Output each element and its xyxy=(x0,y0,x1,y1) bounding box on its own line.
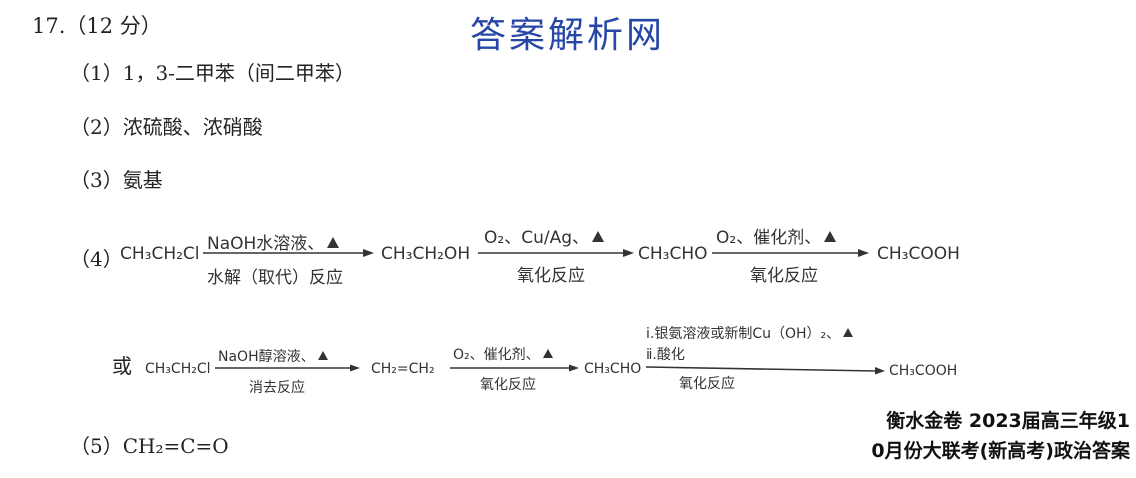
r2-step2-condition: O₂、催化剂、 xyxy=(453,344,553,364)
heat-triangle-icon xyxy=(317,351,328,360)
r1-product: CH₃COOH xyxy=(877,244,960,264)
r1-reactant: CH₃CH₂Cl xyxy=(120,244,200,264)
heat-triangle-icon xyxy=(843,328,854,337)
watermark-line-1: 衡水金卷 2023届高三年级1 xyxy=(886,410,1130,432)
r2-reactant: CH₃CH₂Cl xyxy=(145,361,211,377)
heat-triangle-icon xyxy=(592,231,604,242)
heat-triangle-icon xyxy=(824,231,837,242)
r1-intermediate-1: CH₃CH₂OH xyxy=(381,244,471,264)
r2-step3-condition-2: ⅱ.酸化 xyxy=(646,347,685,363)
route-alternative-label: 或 xyxy=(112,354,132,378)
r2-intermediate-1: CH₂=CH₂ xyxy=(371,361,435,377)
r1-step1-type: 水解（取代）反应 xyxy=(207,268,343,288)
watermark-line-2: 0月份大联考(新高考)政治答案 xyxy=(871,440,1130,462)
r2-step3-type: 氧化反应 xyxy=(679,376,735,392)
heat-triangle-icon xyxy=(327,237,340,248)
r2-step1-arrow xyxy=(215,364,360,372)
r2-step1-condition: NaOH醇溶液、 xyxy=(218,346,328,366)
answer-2: （2）浓硫酸、浓硝酸 xyxy=(70,115,263,139)
answer-4-label: （4） xyxy=(70,247,123,271)
r1-step3-condition: O₂、催化剂、 xyxy=(716,223,837,248)
answer-5: （5）CH₂=C=O xyxy=(70,434,229,458)
r2-step2-arrow xyxy=(450,364,579,372)
r1-step3-type: 氧化反应 xyxy=(750,266,818,286)
r2-intermediate-2: CH₃CHO xyxy=(584,361,642,377)
question-number: 17.（12 分） xyxy=(32,14,162,38)
site-brand: 答案解析网 xyxy=(470,15,666,56)
r1-step1-arrow xyxy=(203,249,374,257)
r1-step3-arrow xyxy=(712,249,869,257)
r2-step2-type: 氧化反应 xyxy=(480,377,536,393)
heat-triangle-icon xyxy=(542,349,553,358)
r1-step1-condition: NaOH水溶液、 xyxy=(207,229,340,254)
answer-3: （3）氨基 xyxy=(70,168,163,192)
r1-intermediate-2: CH₃CHO xyxy=(638,244,708,264)
r2-step3-arrow xyxy=(646,366,885,375)
r2-step3-condition-1: ⅰ.银氨溶液或新制Cu（OH）₂、 xyxy=(646,323,854,343)
r1-step2-arrow xyxy=(478,249,634,257)
r2-step1-type: 消去反应 xyxy=(249,380,305,396)
answer-1: （1）1，3-二甲苯（间二甲苯） xyxy=(70,61,355,85)
r1-step2-type: 氧化反应 xyxy=(517,266,585,286)
r1-step2-condition: O₂、Cu/Ag、 xyxy=(484,223,604,248)
r2-product: CH₃COOH xyxy=(889,363,958,379)
